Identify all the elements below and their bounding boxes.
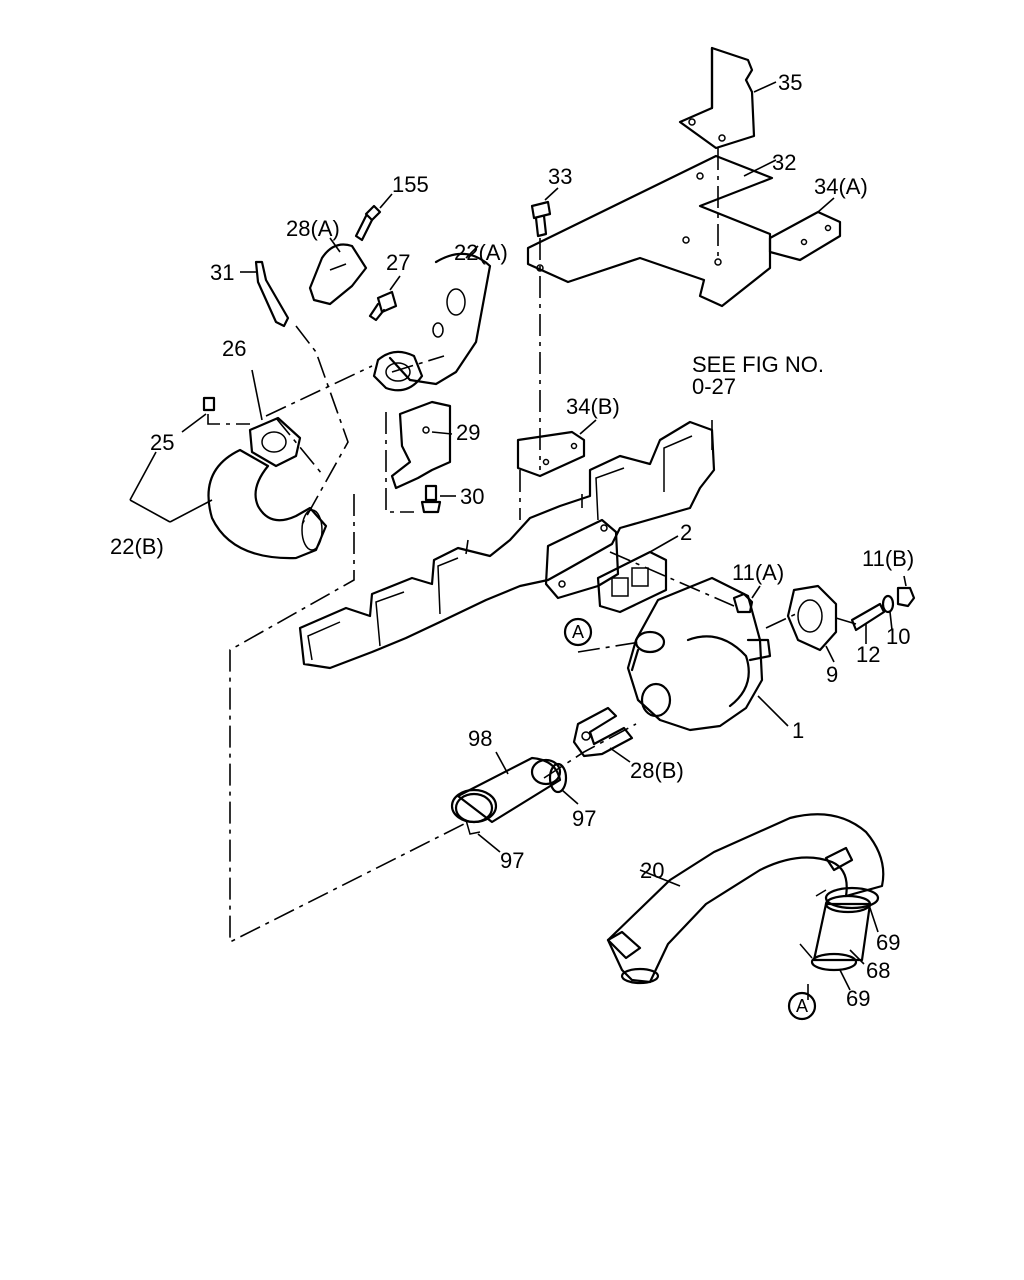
part-11a-nut bbox=[732, 585, 761, 614]
label-155: 155 bbox=[392, 172, 429, 197]
label-25: 25 bbox=[150, 430, 174, 455]
label-69-lower: 69 bbox=[846, 986, 870, 1011]
label-22b: 22(B) bbox=[110, 534, 164, 559]
part-28a-clamp bbox=[308, 237, 368, 306]
label-22a: 22(A) bbox=[454, 240, 508, 265]
label-97-left: 97 bbox=[500, 848, 524, 873]
part-68-hose bbox=[812, 894, 872, 965]
label-33: 33 bbox=[548, 164, 572, 189]
part-12-stud bbox=[850, 602, 886, 644]
label-98: 98 bbox=[468, 726, 492, 751]
exhaust-manifold bbox=[298, 420, 716, 670]
label-11a: 11(A) bbox=[732, 560, 784, 585]
label-9: 9 bbox=[826, 662, 838, 687]
label-see-fig-line1: SEE FIG NO. bbox=[692, 352, 824, 377]
label-97-right: 97 bbox=[572, 806, 596, 831]
label-1: 1 bbox=[792, 718, 804, 743]
part-35-bracket bbox=[678, 46, 777, 150]
label-29: 29 bbox=[456, 420, 480, 445]
part-22b-pipe bbox=[129, 448, 328, 560]
label-12: 12 bbox=[856, 642, 880, 667]
part-98-hose bbox=[454, 751, 562, 824]
part-31-strap bbox=[240, 260, 290, 328]
ref-circle-a-bottom bbox=[787, 991, 817, 1021]
label-ref-a-bottom: A bbox=[796, 996, 808, 1016]
part-29-bracket bbox=[390, 400, 453, 490]
label-11b: 11(B) bbox=[862, 546, 914, 571]
label-68: 68 bbox=[866, 958, 890, 983]
label-32: 32 bbox=[772, 150, 796, 175]
label-28a: 28(A) bbox=[286, 216, 340, 241]
part-69-clamp-1 bbox=[815, 886, 880, 933]
label-see-fig-line2: 0-27 bbox=[692, 374, 736, 399]
part-25-stud bbox=[181, 396, 216, 433]
ref-circle-a-top bbox=[563, 617, 593, 647]
label-ref-a-top: A bbox=[572, 622, 584, 642]
part-33-bolt bbox=[530, 187, 559, 470]
part-155-bolt bbox=[354, 193, 393, 242]
label-27: 27 bbox=[386, 250, 410, 275]
label-10: 10 bbox=[886, 624, 910, 649]
label-69-upper: 69 bbox=[876, 930, 900, 955]
label-2: 2 bbox=[680, 520, 692, 545]
label-34b: 34(B) bbox=[566, 394, 620, 419]
part-20-intake-pipe bbox=[606, 813, 885, 985]
assembly-lines bbox=[207, 325, 857, 1000]
part-27-bolt bbox=[368, 275, 401, 322]
part-34b-bracket bbox=[516, 419, 597, 478]
label-34a: 34(A) bbox=[814, 174, 868, 199]
part-26-flange bbox=[248, 369, 302, 468]
label-30: 30 bbox=[460, 484, 484, 509]
label-20: 20 bbox=[640, 858, 664, 883]
part-2-gasket bbox=[596, 535, 679, 614]
label-26: 26 bbox=[222, 336, 246, 361]
part-1-turbocharger bbox=[626, 576, 789, 732]
label-31: 31 bbox=[210, 260, 234, 285]
part-30-bolt bbox=[420, 484, 456, 514]
part-22a-pipe bbox=[372, 245, 492, 392]
label-35: 35 bbox=[778, 70, 802, 95]
part-28b-clamp bbox=[572, 706, 634, 763]
part-97-clamp-2 bbox=[450, 788, 501, 853]
part-11b-nut bbox=[896, 575, 916, 608]
part-69-clamp-2 bbox=[799, 943, 858, 991]
part-97-clamp-1 bbox=[548, 762, 579, 805]
part-10-washer bbox=[881, 594, 895, 631]
label-28b: 28(B) bbox=[630, 758, 684, 783]
part-9-gasket bbox=[786, 584, 838, 663]
part-34a-bracket bbox=[768, 197, 842, 262]
part-32-plate bbox=[526, 148, 777, 308]
